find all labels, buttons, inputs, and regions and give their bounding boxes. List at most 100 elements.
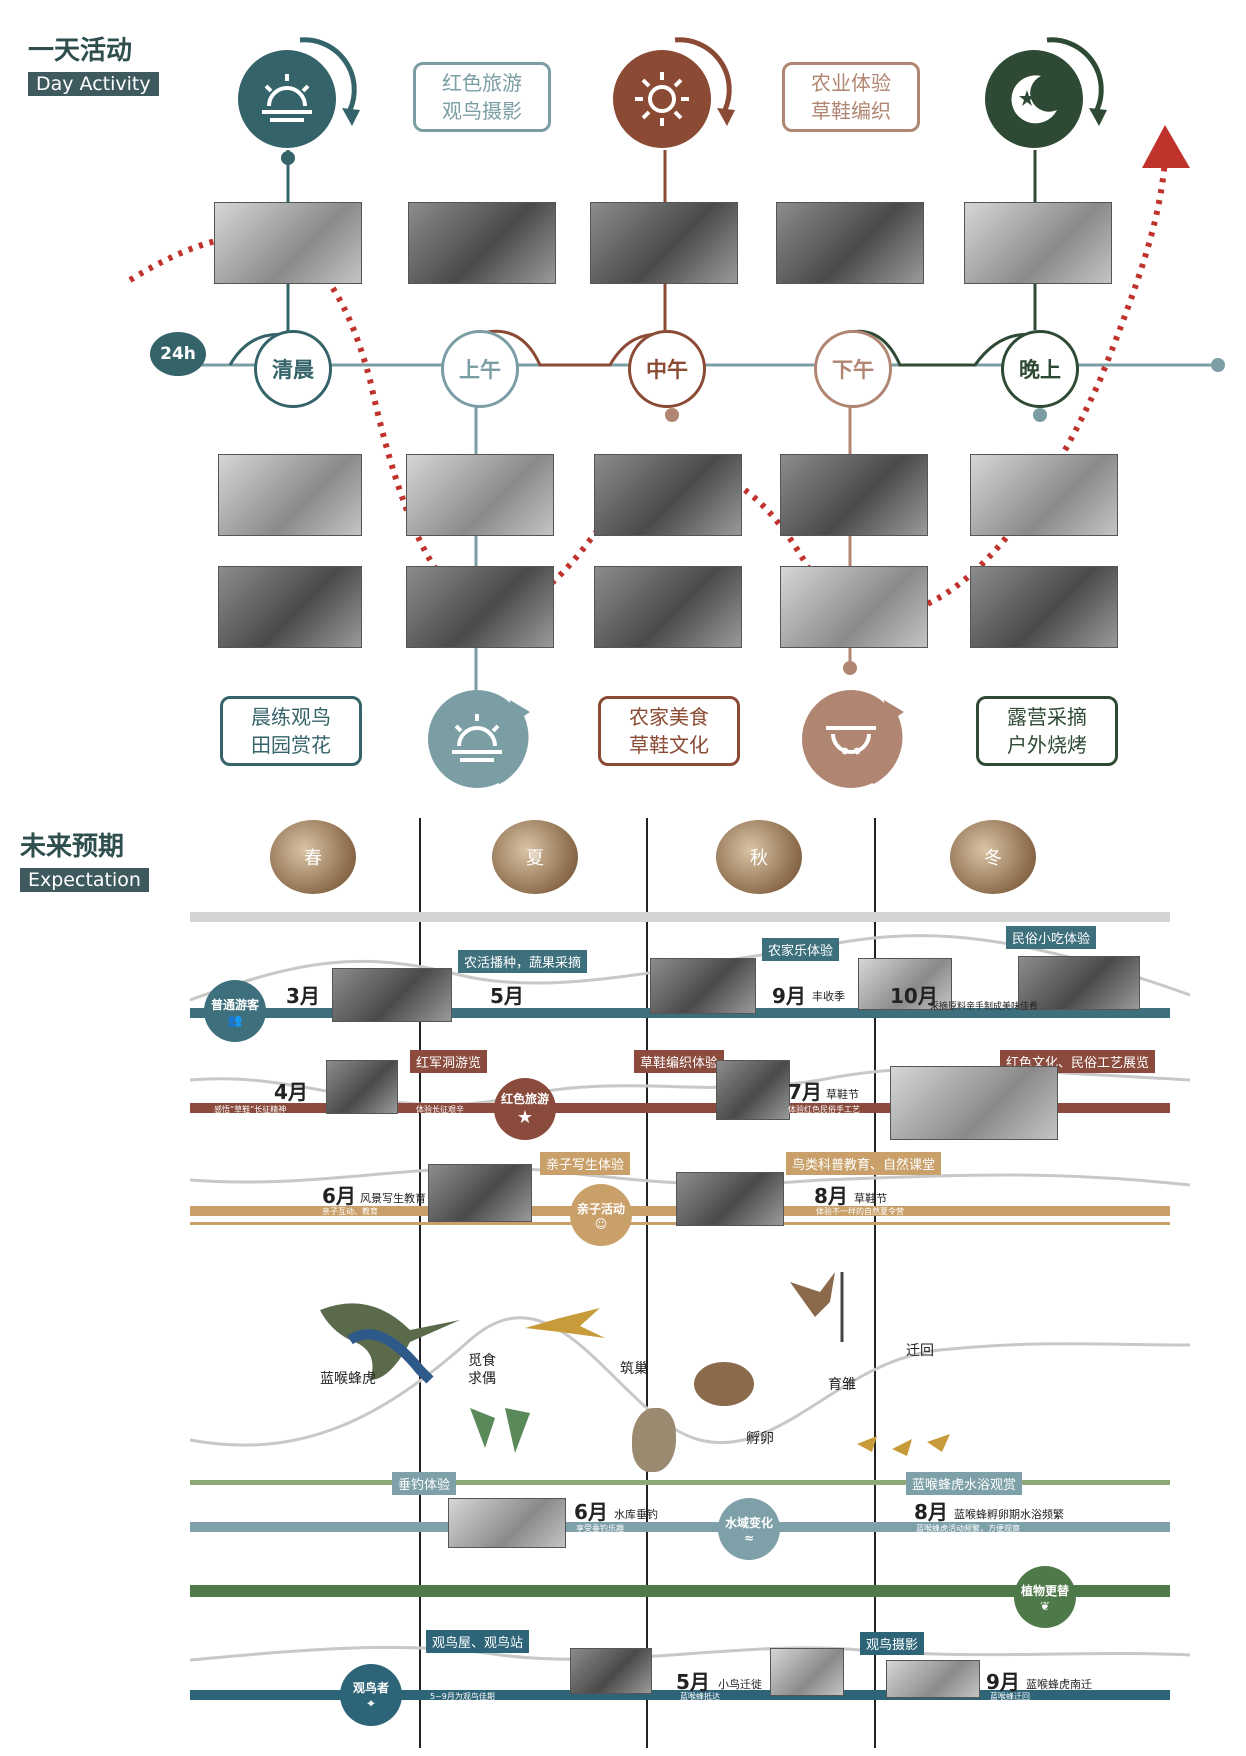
month-label: 7月 xyxy=(788,1080,822,1104)
month-label: 9月 xyxy=(986,1670,1020,1694)
season-autumn: 秋 xyxy=(716,820,802,894)
activity-agri: 农业体验 草鞋编织 xyxy=(782,62,920,132)
photo-farm-kid xyxy=(780,454,928,536)
bird-stage: 孵卵 xyxy=(746,1431,774,1447)
activity-line: 草鞋编织 xyxy=(811,99,891,123)
clock-24h-badge: 24h xyxy=(150,332,206,376)
activity-line: 草鞋文化 xyxy=(629,733,709,757)
photo-bird-hide xyxy=(570,1648,652,1694)
month-label: 10月 xyxy=(890,984,938,1008)
bird-pair-icon xyxy=(470,1408,530,1453)
node-morning: 上午 xyxy=(441,330,519,408)
photo-painting xyxy=(428,1164,532,1222)
water-badge: 水域变化 ≈ xyxy=(718,1498,780,1560)
visitor-tag: 民俗小吃体验 xyxy=(1006,926,1097,949)
photo-weaver xyxy=(716,1060,790,1120)
photo-morning-run xyxy=(214,202,362,284)
month-label: 8月 xyxy=(914,1500,948,1524)
node-noon: 中午 xyxy=(628,330,706,408)
photo-courtyard xyxy=(858,958,952,1010)
sun-icon xyxy=(613,50,711,148)
sandal-festival-note: 草鞋节 xyxy=(826,1088,859,1101)
nest-icon xyxy=(632,1408,676,1472)
bird-stage: 筑巢 xyxy=(620,1361,648,1377)
family-tag: 鸟类科普教育、自然课堂 xyxy=(786,1152,942,1175)
feeding-bird-icon xyxy=(790,1272,844,1342)
timeline-top-bar xyxy=(190,912,1170,922)
bird-stage: 育雏 xyxy=(828,1377,856,1393)
photo-farm-work xyxy=(594,566,742,648)
birder-small-note: 5~9月为观鸟佳期 xyxy=(430,1692,495,1701)
photo-picking xyxy=(970,454,1118,536)
season-divider xyxy=(646,818,648,1748)
node-afternoon: 下午 xyxy=(814,330,892,408)
activity-line: 露营采摘 xyxy=(1007,705,1087,729)
migration-note: 小鸟迁徙 xyxy=(718,1678,762,1691)
activity-line: 农家美食 xyxy=(629,705,709,729)
birder-badge: 观鸟者 ⌖ xyxy=(340,1664,402,1726)
activity-line: 红色旅游 xyxy=(442,71,522,95)
visitor-badge-label: 普通游客 xyxy=(210,997,259,1012)
activity-line: 农业体验 xyxy=(811,71,891,95)
birder-small-note: 蓝喉蜂抵达 xyxy=(680,1692,720,1701)
expectation-subtitle: Expectation xyxy=(20,868,149,892)
water-small-note: 蓝喉蜂虎活动频繁，方便观察 xyxy=(916,1524,1020,1533)
month-label: 5月 xyxy=(490,984,524,1008)
visitor-tag: 农家乐体验 xyxy=(762,938,840,961)
south-migration-note: 蓝喉蜂虎南迁 xyxy=(1026,1678,1092,1691)
photo-food-basket xyxy=(590,202,738,284)
plant-bar xyxy=(190,1585,1170,1597)
activity-camping: 露营采摘 户外烧烤 xyxy=(976,696,1118,766)
bathing-note: 蓝喉蜂孵卵期水浴频繁 xyxy=(954,1508,1064,1521)
month-label: 6月 xyxy=(574,1500,608,1524)
photo-camera-station xyxy=(886,1660,980,1698)
month-label: 9月 xyxy=(772,984,806,1008)
bird-stage: 觅食 xyxy=(468,1353,496,1369)
day-activity-title: 一天活动 xyxy=(28,36,133,66)
photo-planting xyxy=(332,968,452,1022)
birder-tag: 观鸟屋、观鸟站 xyxy=(426,1630,530,1653)
activity-farm-food: 农家美食 草鞋文化 xyxy=(598,696,740,766)
plant-badge-label: 植物更替 xyxy=(1020,1583,1069,1598)
photo-weaving xyxy=(776,202,924,284)
star-icon: ★ xyxy=(516,1107,534,1128)
sketch-note: 风景写生教育 xyxy=(360,1192,426,1205)
photo-photographer xyxy=(770,1648,844,1696)
family-small-note: 体验不一样的自然夏令营 xyxy=(816,1207,904,1216)
activity-morning-birds: 晨练观鸟 田园赏花 xyxy=(220,696,362,766)
activity-line: 田园赏花 xyxy=(251,733,331,757)
red-small-note: 体验红色民俗手工艺 xyxy=(788,1105,860,1114)
photo-straw-sandals xyxy=(594,454,742,536)
birder-tag: 观鸟摄影 xyxy=(860,1632,925,1655)
water-small-note: 享受垂钓乐趣 xyxy=(576,1524,624,1533)
node-evening: 晚上 xyxy=(1001,330,1079,408)
harvest-note: 丰收季 xyxy=(812,990,845,1003)
green-thin-line xyxy=(190,1480,1170,1485)
arrow-up-icon xyxy=(1142,125,1190,168)
month-label: 6月 xyxy=(322,1184,356,1208)
hummingbird-icon xyxy=(320,1303,460,1384)
birder-small-note: 蓝喉蜂迁回 xyxy=(990,1692,1030,1701)
family-icon: ☺ xyxy=(594,1216,608,1231)
bird-stage: 求偶 xyxy=(468,1371,496,1387)
photo-rock xyxy=(326,1060,398,1114)
family-badge: 亲子活动 ☺ xyxy=(570,1184,632,1246)
wave-icon: ≈ xyxy=(743,1530,755,1545)
visitor-tag: 农活播种，蔬果采摘 xyxy=(458,950,588,973)
activity-line: 户外烧烤 xyxy=(1007,733,1087,757)
moon-icon xyxy=(985,50,1083,148)
water-tag: 蓝喉蜂虎水浴观赏 xyxy=(906,1472,1023,1495)
bird-stage: 迁回 xyxy=(906,1343,934,1359)
energy-curve xyxy=(128,159,1168,618)
red-tour-badge: 红色旅游 ★ xyxy=(494,1078,556,1140)
family-tag: 亲子写生体验 xyxy=(540,1152,631,1175)
people-icon: 👥 xyxy=(227,1012,243,1027)
photo-tent xyxy=(970,566,1118,648)
bird-name: 蓝喉蜂虎 xyxy=(320,1371,376,1387)
birder-bar xyxy=(190,1690,1170,1700)
season-spring: 春 xyxy=(270,820,356,894)
binoculars-icon: ⌖ xyxy=(367,1696,375,1710)
photo-farmhouse xyxy=(650,958,756,1014)
red-bar xyxy=(190,1103,1170,1113)
photo-class xyxy=(676,1172,784,1226)
